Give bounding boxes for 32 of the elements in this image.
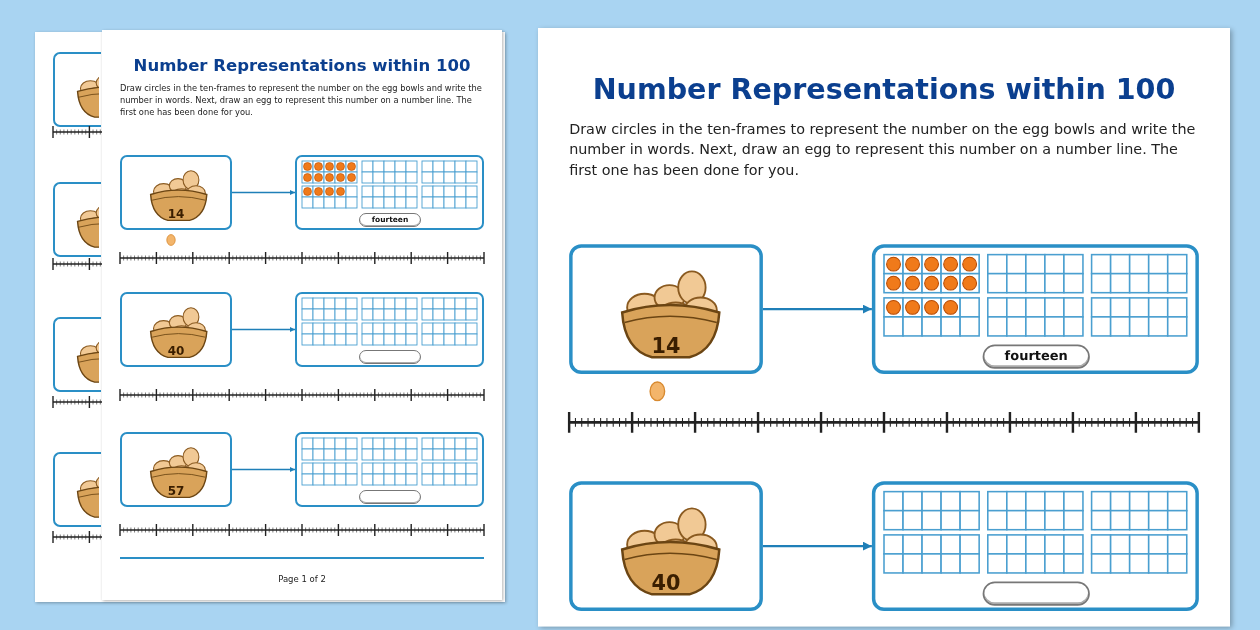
picture-card (120, 432, 232, 507)
bowl-number: 40 (166, 344, 186, 358)
worksheet-page (102, 30, 502, 600)
worksheet-title: Number Representations within 100 (132, 56, 472, 75)
arrow (231, 466, 296, 473)
bowl-number: 57 (166, 484, 186, 498)
picture-card (53, 452, 101, 527)
picture-card (53, 182, 101, 257)
bowl-number: 40 (650, 571, 682, 596)
ten-frames-card (295, 155, 484, 230)
arrow (231, 326, 296, 333)
ten-frames-card (871, 244, 1199, 374)
picture-card (120, 292, 232, 367)
ten-frames-card (295, 292, 484, 367)
picture-card (53, 52, 101, 127)
answer-box: fourteen (982, 344, 1090, 369)
ten-frames-card (871, 481, 1199, 611)
picture-card (569, 244, 763, 374)
arrow (762, 304, 872, 314)
picture-card (569, 481, 763, 611)
picture-card (53, 317, 101, 392)
bowl-number: 14 (650, 334, 682, 359)
ten-frames-card (295, 432, 484, 507)
arrow (231, 189, 296, 196)
worksheet-page (538, 28, 1230, 627)
page-number: Page 1 of 2 (277, 574, 327, 584)
bowl-number: 14 (166, 207, 186, 221)
picture-card (120, 155, 232, 230)
worksheet-title: Number Representations within 100 (591, 73, 1177, 106)
arrow (762, 541, 872, 551)
instructions-text: Draw circles in the ten-frames to represent the number on the egg bowls and write the number in words. Next, draw an egg to represent this number on a number line. The first one has been done for you. (569, 118, 1197, 181)
instructions-text: Draw circles in the ten-frames to represent the number on the egg bowls and write the number in words. Next, draw an egg to represent this number on a number line. The first one has been done for you. (120, 82, 483, 118)
